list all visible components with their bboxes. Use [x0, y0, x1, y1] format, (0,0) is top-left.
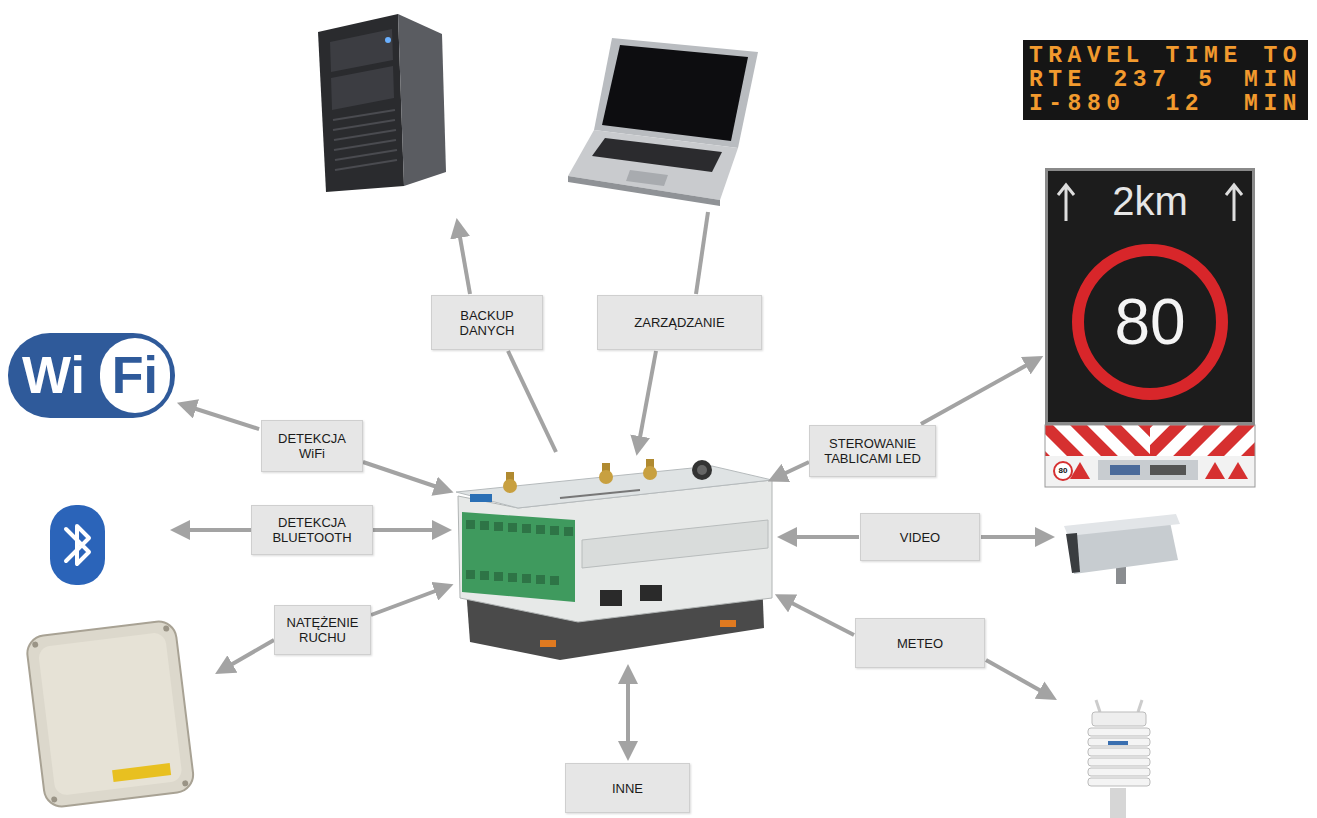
server-grille: [333, 110, 397, 170]
box-label: STEROWANIE TABLICAMI LED: [816, 436, 929, 466]
sign-number: 80: [1054, 465, 1072, 477]
arrow-line: [638, 351, 656, 448]
device-logo: [470, 494, 492, 502]
label-box: NATĘŻENIE RUCHU: [274, 605, 371, 655]
antenna-connectors: [503, 459, 712, 493]
terminal-screws: [466, 520, 573, 585]
device-module: [582, 520, 768, 568]
arrow-line: [222, 640, 274, 670]
arrow-line: [775, 462, 809, 478]
warning-stripes: [1045, 425, 1150, 456]
arrow-line: [508, 351, 556, 452]
traffic-sensor: [25, 619, 195, 808]
led-speed-board: 2km 80: [1045, 168, 1255, 425]
box-label: BACKUP DANYCH: [438, 308, 536, 338]
arrow-line: [373, 528, 444, 532]
distance-text: 2km: [1048, 177, 1252, 225]
server-side: [398, 14, 446, 186]
label-box: BACKUP DANYCH: [431, 295, 543, 350]
camera-sunshield: [1064, 514, 1180, 536]
speed-sign: [1054, 462, 1072, 480]
up-arrow: [1226, 185, 1242, 221]
card-slot: [560, 490, 640, 498]
rail-clip: [540, 640, 556, 647]
box-label: DETEKCJA BLUETOOTH: [258, 515, 366, 545]
arrow-line: [458, 226, 470, 294]
device-top: [456, 466, 772, 508]
plate-panel: [1098, 460, 1198, 480]
bluetooth-rune: [66, 526, 89, 564]
server-icon: [318, 14, 446, 192]
warning-triangle: [1070, 462, 1090, 479]
logo-text: Wi: [22, 333, 85, 418]
sign-text: TRAVEL TIME TO RTE 237 5 MIN I-880 12 MI…: [1029, 44, 1302, 116]
travel-time-sign: TRAVEL TIME TO RTE 237 5 MIN I-880 12 MI…: [1023, 40, 1308, 120]
wifi-logo: WiFi: [8, 333, 175, 418]
label-box: STEROWANIE TABLICAMI LED: [809, 425, 936, 477]
arrow-line: [986, 660, 1050, 696]
label-box: METEO: [855, 618, 985, 668]
camera-lens: [1066, 533, 1080, 573]
warning-triangle: [1205, 462, 1225, 479]
server-bay: [330, 29, 393, 72]
server-front: [318, 14, 404, 192]
box-label: METEO: [897, 636, 943, 651]
rail-clip: [720, 620, 736, 627]
laptop-icon: [568, 38, 758, 206]
trailer-bar: [1045, 425, 1255, 487]
controller-device: [456, 459, 772, 660]
arrow-line: [363, 462, 446, 490]
bluetooth-badge: [50, 505, 105, 585]
label-box: INNE: [565, 763, 690, 813]
label-box: VIDEO: [860, 513, 980, 561]
arrow-line: [785, 535, 859, 539]
box-label: VIDEO: [900, 530, 940, 545]
sensor-housing: [25, 619, 195, 808]
station-pole: [1110, 788, 1126, 818]
laptop-touchpad: [626, 170, 668, 186]
speed-limit: 80: [1048, 287, 1252, 357]
box-label: ZARZĄDZANIE: [634, 315, 724, 330]
arrow-line: [626, 672, 630, 753]
laptop-screen: [602, 45, 748, 141]
sensor-sticker: [112, 763, 171, 782]
arrow-line: [696, 212, 708, 294]
laptop-keyboard: [592, 138, 722, 172]
sensor-cap: [1092, 712, 1146, 726]
arrow-line: [981, 535, 1047, 539]
connector-arrow: [921, 360, 1036, 424]
arrow-line: [178, 528, 251, 532]
sensor-face: [38, 632, 183, 796]
warning-triangle: [1228, 462, 1248, 479]
box-label: INNE: [612, 781, 643, 796]
warning-stripes: [1150, 425, 1255, 456]
arrows: [178, 212, 1050, 753]
logo-text: Fi: [100, 338, 170, 413]
arrow-line: [371, 587, 446, 615]
ethernet-port: [640, 585, 662, 601]
server-bay: [331, 66, 394, 110]
label-box: ZARZĄDZANIE: [597, 295, 762, 350]
trailer-panel: [1045, 456, 1255, 487]
box-label: NATĘŻENIE RUCHU: [281, 615, 364, 645]
label-box: DETEKCJA WiFi: [261, 420, 363, 472]
ethernet-port: [600, 590, 622, 606]
weather-station: [1088, 700, 1150, 818]
trailer-frame: [1045, 425, 1255, 487]
bluetooth-logo: [50, 505, 105, 585]
server-led: [385, 37, 391, 43]
terminal-block: [462, 512, 575, 602]
box-label: DETEKCJA WiFi: [268, 431, 356, 461]
connector-arrow: [185, 405, 260, 429]
laptop-lid: [594, 38, 758, 148]
video-camera: [1064, 514, 1180, 584]
up-arrow: [1058, 185, 1074, 221]
arrow-line: [782, 598, 854, 635]
label-box: DETEKCJA BLUETOOTH: [251, 505, 373, 555]
